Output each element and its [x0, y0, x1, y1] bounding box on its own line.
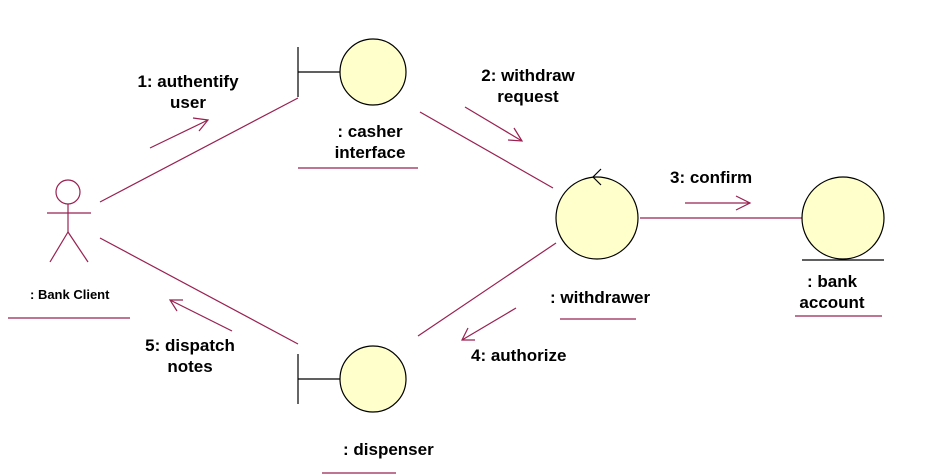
message-2-label-line1: 2: withdraw: [481, 66, 575, 85]
link-client-casher: [99, 97, 299, 203]
message-1-label: 1: authentify user: [118, 71, 258, 113]
withdrawer-label: : withdrawer: [550, 288, 651, 307]
bank-account-label-line2: account: [799, 293, 865, 312]
message-2-label-line2: request: [497, 87, 559, 106]
message-arrow-2: [464, 106, 524, 142]
link-withdrawer-dispenser: [417, 242, 557, 337]
message-5-label: 5: dispatch notes: [120, 335, 260, 377]
message-3-label: 3: confirm: [670, 168, 753, 187]
message-1-label-line2: user: [170, 93, 206, 112]
message-arrow-1: [149, 117, 210, 149]
message-5-label-line2: notes: [167, 357, 213, 376]
bank-account-entity-icon[interactable]: [801, 176, 885, 261]
message-5-label-line1: 5: dispatch: [145, 336, 235, 355]
message-arrow-5: [168, 299, 233, 332]
bank-account-label: : bank account: [772, 271, 892, 313]
bank-account-label-line1: : bank: [806, 272, 858, 291]
casher-interface-label-line1: : casher: [337, 122, 403, 141]
bank-client-actor-icon[interactable]: [47, 179, 91, 263]
casher-interface-label-line2: interface: [334, 143, 406, 162]
dispenser-boundary-icon[interactable]: [297, 345, 407, 413]
link-casher-withdrawer: [419, 111, 554, 189]
casher-interface-boundary-icon[interactable]: [297, 38, 407, 106]
withdrawer-control-icon[interactable]: [555, 168, 639, 260]
message-4-label: 4: authorize: [471, 346, 567, 365]
casher-interface-label: : casher interface: [310, 121, 430, 163]
link-client-dispenser: [99, 237, 299, 345]
message-arrow-4: [461, 307, 517, 341]
message-1-label-line1: 1: authentify: [137, 72, 239, 91]
bank-client-label: : Bank Client: [30, 287, 110, 302]
dispenser-label: : dispenser: [343, 440, 434, 459]
message-2-label: 2: withdraw request: [458, 65, 598, 107]
message-arrow-3: [685, 195, 752, 211]
